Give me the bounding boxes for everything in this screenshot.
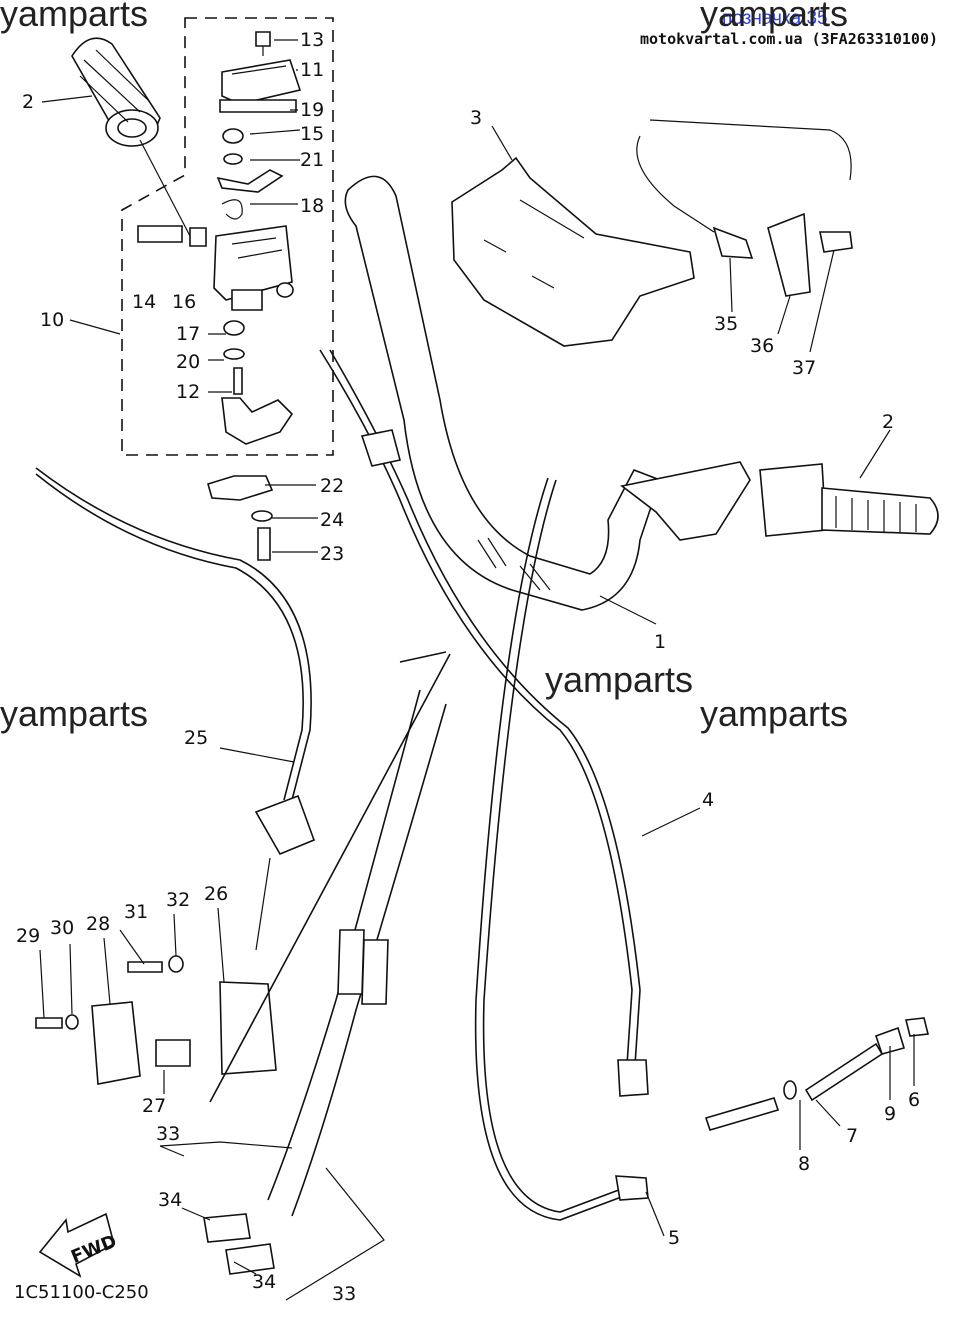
callout-31: 31: [124, 901, 148, 923]
callout-26: 26: [204, 883, 228, 905]
callout-37: 37: [792, 357, 816, 379]
watermark-2: yamparts: [700, 0, 848, 34]
header-title: позначка 35: [722, 8, 828, 29]
handlebar-pad: [451, 125, 695, 347]
callout-24: 24: [320, 509, 344, 531]
watermark-1: yamparts: [0, 0, 148, 34]
callout-17: 17: [176, 323, 200, 345]
callout-3: 3: [470, 107, 482, 129]
callout-16: 16: [172, 291, 196, 313]
callout-18: 18: [300, 195, 324, 217]
callout-23: 23: [320, 543, 344, 565]
watermark-4: yamparts: [0, 693, 148, 734]
callout-8: 8: [798, 1153, 810, 1175]
callout-33b: 33: [332, 1283, 356, 1305]
callout-6: 6: [908, 1089, 920, 1111]
callout-34b: 34: [252, 1271, 276, 1293]
callout-32: 32: [166, 889, 190, 911]
callout-33a: 33: [156, 1123, 180, 1145]
right-grip: [620, 429, 939, 541]
callout-20: 20: [176, 351, 200, 373]
choke-parts: [636, 119, 853, 353]
throttle-housing-parts: [137, 31, 302, 561]
callout-36: 36: [750, 335, 774, 357]
callout-2b: 2: [882, 411, 894, 433]
callout-22: 22: [320, 475, 344, 497]
callout-35: 35: [714, 313, 738, 335]
callout-13: 13: [300, 29, 324, 51]
adjuster-parts: [704, 1017, 929, 1150]
callout-5: 5: [668, 1227, 680, 1249]
callout-11: 11: [300, 59, 324, 81]
callout-4: 4: [702, 789, 714, 811]
callout-27: 27: [142, 1095, 166, 1117]
callout-21: 21: [300, 149, 324, 171]
callout-25: 25: [184, 727, 208, 749]
callout-19: 19: [300, 99, 324, 121]
callout-7: 7: [846, 1125, 858, 1147]
callout-12: 12: [176, 381, 200, 403]
callout-2a: 2: [22, 91, 34, 113]
speed-limiter-cable: [35, 467, 316, 951]
diagram-code: 1C51100-C250: [14, 1282, 149, 1303]
callout-34a: 34: [158, 1189, 182, 1211]
callout-15: 15: [300, 123, 324, 145]
callout-1: 1: [654, 631, 666, 653]
callout-30: 30: [50, 917, 74, 939]
watermark-3: yamparts: [545, 659, 693, 700]
assembly-box-10: [121, 17, 334, 456]
callout-14: 14: [132, 291, 156, 313]
handlebar: [344, 175, 662, 625]
switch-parts: [35, 907, 277, 1094]
left-grip: [71, 37, 191, 237]
callout-29: 29: [16, 925, 40, 947]
throttle-cable: [319, 349, 701, 1097]
clutch-cable: [474, 477, 665, 1237]
watermark-5: yamparts: [700, 693, 848, 734]
callout-28: 28: [86, 913, 110, 935]
fwd-arrow: FWD: [38, 1212, 120, 1278]
callout-9: 9: [884, 1103, 896, 1125]
leader-lines-throttle: [41, 39, 318, 553]
callout-10: 10: [40, 309, 64, 331]
twin-cables: [159, 651, 451, 1301]
header-source: motokvartal.com.ua (3FA263310100): [640, 30, 938, 48]
